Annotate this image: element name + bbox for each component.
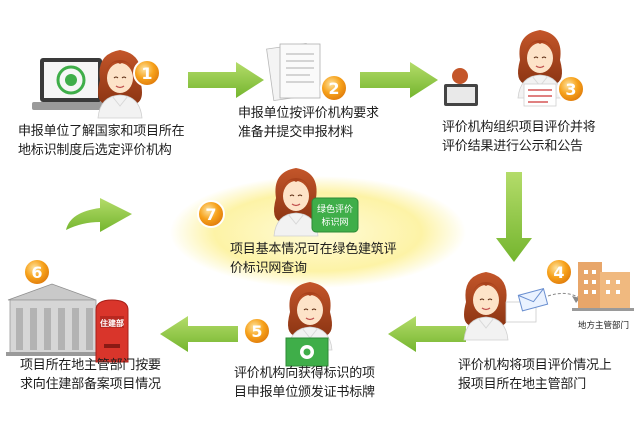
svg-text:6: 6 — [31, 263, 42, 282]
step-5-badge: 5 — [243, 317, 271, 345]
government-building-icon — [572, 262, 634, 311]
svg-text:1: 1 — [141, 64, 152, 83]
svg-text:绿色评价: 绿色评价 — [317, 203, 353, 215]
svg-text:3: 3 — [565, 80, 576, 99]
svg-text:标识网: 标识网 — [321, 216, 348, 228]
step-3-illustration — [444, 29, 563, 107]
step-1-badge: 1 — [133, 59, 161, 87]
arrow-6-to-7 — [66, 198, 132, 232]
step-7-caption: 项目基本情况可在绿色建筑评 价标识网查询 — [230, 242, 397, 276]
step-2-illustration — [266, 43, 321, 101]
step-6-caption: 项目所在地主管部门按要 求向住建部备案项目情况 — [20, 358, 161, 392]
step-1-caption: 申报单位了解国家和项目所在 地标识制度后选定评价机构 — [18, 124, 185, 158]
arrow-2-to-3 — [360, 62, 438, 98]
arrow-4-to-5 — [388, 316, 466, 352]
step-5-illustration — [285, 281, 333, 367]
mohurd-sign-label: 住建部 — [100, 318, 124, 328]
website-sign-icon: 绿色评价 标识网 — [311, 197, 359, 233]
step-2-badge: 2 — [320, 74, 348, 102]
arrow-5-to-6 — [160, 316, 238, 352]
step-4-caption: 评价机构将项目评价情况上 报项目所在地主管部门 — [458, 358, 612, 392]
envelope-icon — [517, 288, 549, 312]
step-3-badge: 3 — [557, 75, 585, 103]
mailbox-icon — [95, 299, 129, 363]
arrow-3-to-4 — [496, 172, 532, 262]
step-5-caption: 评价机构向获得标识的项 目申报单位颁发证书标牌 — [234, 366, 375, 400]
local-authority-label: 地方主管部门 — [578, 320, 629, 331]
step-7-badge: 7 — [197, 200, 225, 228]
step-7-illustration: 绿色评价 标识网 — [273, 167, 359, 237]
step-4-badge: 4 — [545, 258, 573, 286]
svg-text:7: 7 — [205, 205, 216, 224]
svg-text:5: 5 — [251, 322, 262, 341]
step-6-badge: 6 — [23, 258, 51, 286]
flow-arrows — [66, 62, 532, 352]
step-4-illustration: 地方主管部门 — [463, 262, 634, 341]
step-1-illustration — [32, 49, 143, 119]
arrow-1-to-2 — [188, 62, 264, 98]
classical-building-icon — [6, 283, 100, 356]
svg-text:4: 4 — [553, 263, 564, 282]
svg-text:2: 2 — [328, 79, 339, 98]
step-2-caption: 申报单位按评价机构要求 准备并提交申报材料 — [238, 106, 379, 140]
step-3-caption: 评价机构组织项目评价并将 评价结果进行公示和公告 — [442, 120, 596, 154]
certificate-icon — [285, 337, 329, 367]
step-6-illustration: 住建部 — [6, 283, 129, 363]
